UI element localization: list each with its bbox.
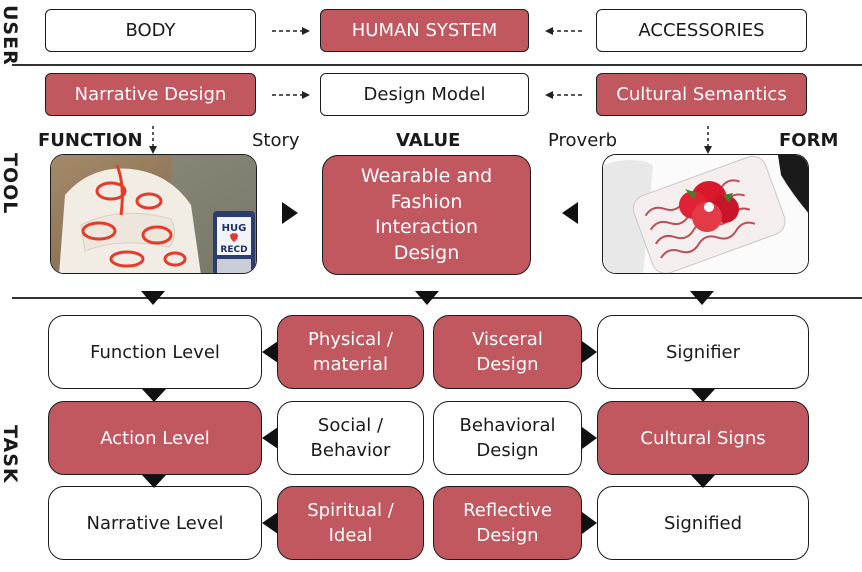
wearable-shirt-image: HUG RECD: [50, 154, 257, 274]
arrow-accessories-to-human-system: [545, 27, 582, 35]
arrow-narrative-to-design-model: [272, 91, 310, 99]
visceral-design-box: Visceral Design: [433, 315, 582, 389]
reflective-design-line-2: Design: [476, 525, 539, 546]
arrow-signifier-to-cultural: [691, 389, 715, 402]
arrow-cultural-to-design-model: [545, 91, 582, 99]
center-line-4: Design: [393, 241, 460, 264]
behavioral-design-line-2: Design: [476, 440, 539, 461]
narrative-design-box: Narrative Design: [45, 73, 256, 116]
social-behavior-box: Social / Behavior: [277, 401, 424, 475]
behavioral-design-line-1: Behavioral: [459, 415, 556, 436]
proverb-label: Proverb: [548, 130, 618, 151]
arrow-down-right: [690, 291, 714, 305]
action-level-box: Action Level: [48, 401, 262, 475]
social-behavior-line-2: Behavior: [310, 440, 391, 461]
physical-material-line-1: Physical /: [307, 329, 393, 350]
arrow-behavioral-to-cultural: [582, 427, 597, 449]
form-label: FORM: [779, 130, 839, 151]
arrow-down-center: [415, 291, 439, 305]
body-box: BODY: [45, 9, 256, 52]
arrow-spiritual-to-narrative: [262, 512, 278, 534]
arrow-visceral-to-signifier: [582, 341, 597, 363]
spiritual-ideal-line-1: Spiritual /: [307, 500, 394, 521]
story-label: Story: [252, 130, 300, 151]
signified-box: Signified: [597, 486, 809, 560]
arrow-cultural-to-signified: [691, 475, 715, 488]
phone-screen-recd: RECD: [220, 245, 247, 255]
cultural-semantics-box: Cultural Semantics: [596, 73, 807, 116]
arrow-function-to-center: [282, 202, 298, 224]
social-behavior-line-1: Social /: [317, 415, 384, 436]
arrow-function-to-action: [142, 389, 166, 402]
function-level-box: Function Level: [48, 315, 262, 389]
reflective-design-box: Reflective Design: [433, 486, 582, 560]
design-model-box: Design Model: [320, 73, 529, 116]
human-system-box: HUMAN SYSTEM: [320, 9, 529, 52]
center-line-2: Fashion: [390, 190, 463, 213]
divider-user-tool: [12, 64, 862, 66]
phone-case-image: [602, 154, 809, 274]
reflective-design-line-1: Reflective: [463, 500, 552, 521]
physical-material-line-2: material: [312, 354, 389, 375]
arrow-physical-to-function: [262, 341, 278, 363]
arrow-form-to-center: [562, 202, 578, 224]
center-line-3: Interaction: [374, 216, 479, 238]
signifier-box: Signifier: [597, 315, 809, 389]
value-label: VALUE: [396, 130, 461, 151]
visceral-design-line-2: Design: [476, 354, 539, 375]
arrow-narrative-down: [149, 126, 157, 154]
cultural-signs-box: Cultural Signs: [597, 401, 809, 475]
arrow-body-to-human-system: [272, 27, 310, 35]
arrow-cultural-down: [704, 126, 712, 154]
visceral-design-line-1: Visceral: [472, 329, 543, 350]
wearable-fashion-interaction-design-box: Wearable and Fashion Interaction Design: [322, 155, 531, 275]
arrow-down-left: [141, 291, 165, 305]
divider-tool-task: [12, 297, 862, 299]
accessories-box: ACCESSORIES: [596, 9, 807, 52]
behavioral-design-box: Behavioral Design: [433, 401, 582, 475]
function-label: FUNCTION: [38, 130, 143, 151]
spiritual-ideal-line-2: Ideal: [328, 525, 373, 546]
center-line-1: Wearable and: [360, 165, 493, 187]
arrow-reflective-to-signified: [582, 512, 597, 534]
arrow-social-to-action: [262, 427, 278, 449]
arrow-action-to-narrative: [142, 475, 166, 488]
phone-screen-hug: HUG: [222, 223, 247, 234]
